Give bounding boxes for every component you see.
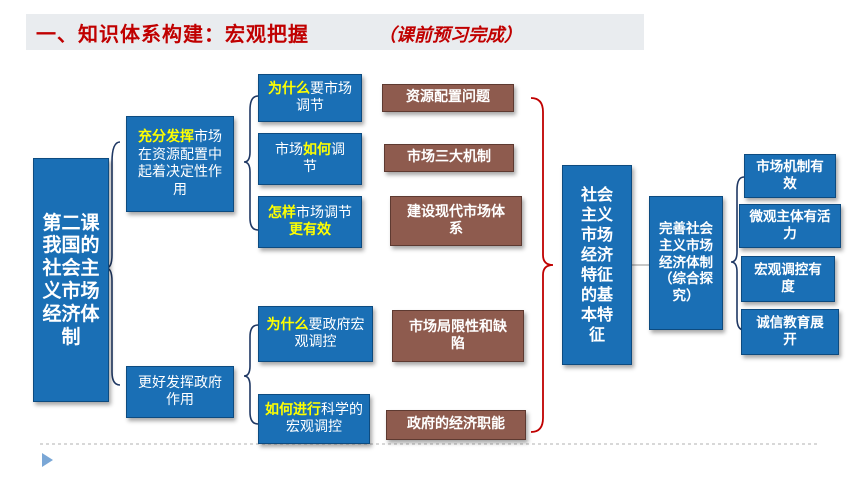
bracket-branch1 [243, 95, 259, 231]
page-subtitle: （课前预习完成） [378, 25, 522, 46]
play-arrow-icon[interactable] [42, 453, 53, 467]
lesson-box: 第二课我国的社会主义市场经济体制 [33, 158, 109, 402]
bracket-perfect [730, 176, 745, 331]
perfect-system-box: 完善社会主义市场经济体制（综合探究） [649, 196, 723, 330]
result-macro-control: 宏观调控有度 [741, 256, 835, 302]
title-bar [26, 14, 644, 50]
question-why-market: 为什么要市场调节 [258, 74, 362, 122]
answer-government-functions: 政府的经济职能 [386, 410, 526, 440]
bracket-answers [530, 97, 554, 433]
feature-box: 社会主义市场经济特征的基本特征 [562, 165, 632, 365]
question-how-government: 如何进行科学的宏观调控 [258, 394, 370, 444]
answer-three-mechanisms: 市场三大机制 [384, 144, 514, 172]
bracket-branch2 [243, 324, 259, 425]
result-integrity-education: 诚信教育展开 [741, 309, 839, 355]
branch-market-box: 充分发挥市场在资源配置中起着决定性作用 [126, 116, 234, 212]
page-title: 一、知识体系构建：宏观把握 [36, 22, 309, 46]
answer-market-limitations: 市场局限性和缺陷 [392, 310, 524, 362]
answer-resource-allocation: 资源配置问题 [382, 84, 514, 112]
question-why-government: 为什么要政府宏观调控 [258, 306, 373, 362]
result-market-mechanism: 市场机制有效 [744, 154, 836, 198]
result-micro-subjects: 微观主体有活力 [739, 204, 841, 248]
question-effective-market: 怎样市场调节更有效 [258, 196, 362, 248]
answer-modern-market-system: 建设现代市场体系 [390, 196, 522, 246]
branch-government-box: 更好发挥政府作用 [126, 366, 234, 418]
question-how-market: 市场如何调节 [258, 133, 362, 185]
